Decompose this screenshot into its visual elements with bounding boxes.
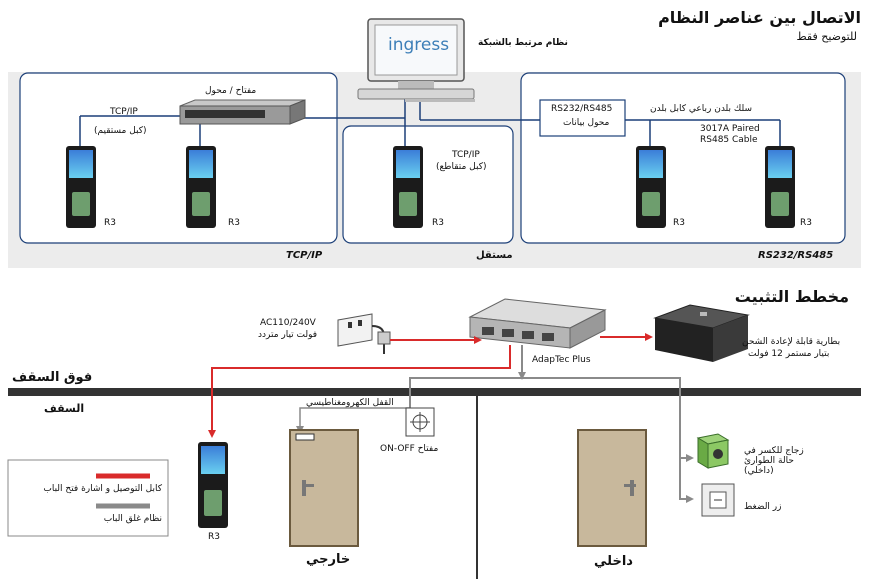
- tcp-label: TCP/IP: [110, 107, 138, 117]
- reader-device-2: [186, 146, 216, 228]
- battery-line1: بطارية قابلة لإعادة الشحن: [742, 337, 841, 347]
- section-rs: RS232/RS485: [758, 250, 834, 261]
- reader-device-4: [636, 146, 666, 228]
- push-button-label: زر الضغط: [744, 502, 782, 512]
- inside-door-icon: [577, 429, 647, 547]
- reader-label-4: R3: [673, 218, 685, 228]
- breakglass-line3: (داخلي): [744, 466, 774, 476]
- onoff-label: ON-OFF مفتاح: [380, 444, 439, 454]
- converter-line1: RS232/RS485: [551, 104, 613, 114]
- reader-device-1: [66, 146, 96, 228]
- legend-gray-label: نظام غلق الباب: [103, 514, 162, 524]
- converter-box: [539, 99, 626, 137]
- legend-box: [7, 459, 169, 537]
- pc-label: نظام مرتبط بالشبكة: [478, 38, 568, 48]
- reader-label-3: R3: [432, 218, 444, 228]
- section-standalone: مستقل: [476, 250, 513, 261]
- reader-device-5: [765, 146, 795, 228]
- pc-monitor-icon: [357, 18, 475, 102]
- install-title: مخطط التثبيت: [734, 287, 849, 306]
- ceiling-beam: [8, 388, 861, 396]
- reader-device-install: [198, 442, 228, 528]
- onoff-switch-icon: [405, 407, 435, 437]
- breakglass-line2: حالة الطوارئ: [744, 456, 794, 466]
- standalone-group-box: [342, 125, 514, 244]
- above-ceiling-label: فوق السقف: [12, 370, 93, 385]
- cable-spec-line2: RS485 Cable: [700, 135, 758, 145]
- ceiling-label: السقف: [44, 402, 85, 415]
- cross-cable-label: (كبل متقاطع): [436, 162, 487, 172]
- converter-line2: محول بيانات: [563, 118, 610, 128]
- break-glass-icon: [696, 433, 730, 469]
- reader-label-install: R3: [208, 532, 220, 542]
- inside-label: داخلي: [594, 554, 633, 569]
- breakglass-line1: زجاج للكسر في: [744, 446, 804, 456]
- em-lock-label: القفل الكهرومغناطيسي: [306, 398, 394, 408]
- network-switch-icon: [179, 99, 306, 125]
- adaptec-label: AdapTec Plus: [532, 355, 591, 365]
- power-socket-icon: [337, 313, 391, 354]
- network-title: الاتصال بين عناصر النظام: [658, 8, 861, 27]
- outside-label: خارجي: [306, 552, 351, 567]
- adaptec-plus-icon: [468, 298, 607, 349]
- reader-label-2: R3: [228, 218, 240, 228]
- network-subtitle: للتوضيح فقط: [796, 30, 857, 43]
- straight-cable-label: (كبل مستقيم): [94, 126, 147, 136]
- ac-line2: فولت تيار متردد: [258, 330, 318, 340]
- cable-spec-line1: 3017A Paired: [700, 124, 760, 134]
- twisted-cable-label: سلك بلدن رباعي كابل بلدن: [650, 104, 752, 114]
- battery-icon: [653, 304, 750, 362]
- push-button-icon: [701, 483, 735, 517]
- legend-red-label: كابل التوصيل و اشارة فتح الباب: [43, 484, 162, 494]
- reader-device-3: [393, 146, 423, 228]
- outside-door-icon: [289, 429, 359, 547]
- ac-line1: AC110/240V: [260, 318, 316, 328]
- standalone-tcp-label: TCP/IP: [452, 150, 480, 160]
- section-tcp: TCP/IP: [286, 250, 323, 261]
- reader-label-5: R3: [800, 218, 812, 228]
- reader-label-1: R3: [104, 218, 116, 228]
- switch-label: مفتاح / محول: [205, 86, 257, 96]
- battery-line2: بتيار مستمر 12 فولت: [748, 349, 830, 359]
- pc-logo: ingress: [388, 35, 450, 55]
